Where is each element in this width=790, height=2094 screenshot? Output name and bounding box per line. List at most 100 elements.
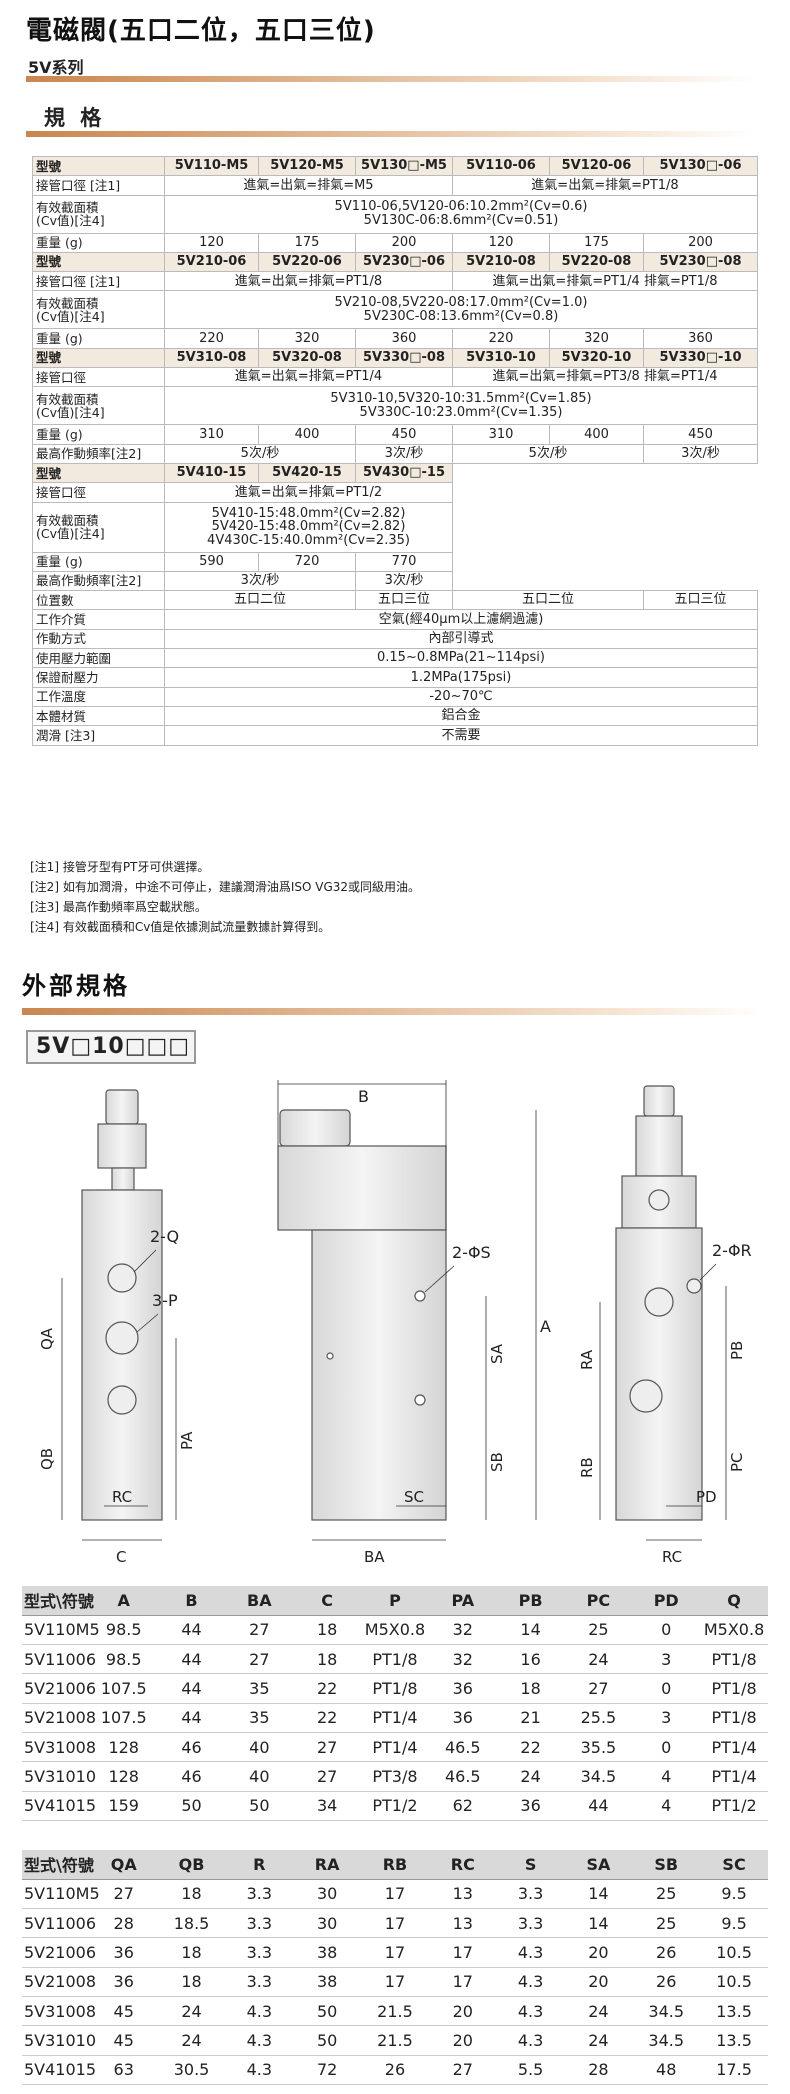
table-cell: 18 xyxy=(157,1879,226,1910)
label-pc: PC xyxy=(728,1452,746,1472)
table-cell: 32 xyxy=(428,1615,497,1646)
table-cell: 24 xyxy=(496,1761,565,1792)
table-cell: 45 xyxy=(89,2025,158,2056)
table-cell: 21 xyxy=(496,1703,565,1733)
table-cell: 10.5 xyxy=(700,1937,768,1968)
port-q-lower xyxy=(107,1385,137,1415)
table-cell: 36 xyxy=(428,1673,497,1704)
column-header: QA xyxy=(89,1850,158,1880)
table-cell: 22 xyxy=(293,1703,362,1733)
row-label: 接管口徑 [注1] xyxy=(32,271,165,292)
table-cell: 5V11006 xyxy=(22,1644,96,1675)
table-cell: 36 xyxy=(496,1791,565,1821)
table-cell: 50 xyxy=(225,1791,294,1821)
column-header: 型式\符號 xyxy=(22,1586,94,1616)
table-cell: 3.3 xyxy=(225,1879,294,1910)
mount-hole-r xyxy=(686,1278,702,1294)
label-b: B xyxy=(358,1087,369,1106)
table-cell: 34.5 xyxy=(632,2025,701,2056)
table-cell: M5X0.8 xyxy=(361,1615,429,1646)
table-cell: 25 xyxy=(632,1908,701,1939)
label-sb: SB xyxy=(488,1452,506,1472)
table-cell: 18 xyxy=(293,1644,362,1675)
table-cell: 17.5 xyxy=(700,2055,768,2085)
row-label: 重量 (g) xyxy=(32,424,165,445)
table-cell: 34.5 xyxy=(564,1761,633,1792)
table-cell: 45 xyxy=(89,1996,158,2027)
table-cell: 98.5 xyxy=(89,1644,158,1675)
blank-cell xyxy=(453,463,758,482)
table-cell: 5V21006 xyxy=(22,1673,96,1704)
table-cell: 4 xyxy=(632,1761,701,1792)
label-pb: PB xyxy=(728,1341,746,1360)
freq-cell: 3次/秒 xyxy=(164,570,356,592)
spec-row-temp: 工作溫度 -20~70℃ xyxy=(32,686,758,707)
table-cell: PT3/8 xyxy=(361,1761,429,1792)
row-label: 有效截面積(Cv值)[注4] xyxy=(32,290,165,330)
model-cell: 5V130□-06 xyxy=(643,155,758,177)
table-cell: 5V110M5 xyxy=(22,1879,100,1910)
row-label: 工作介質 xyxy=(32,609,165,630)
position-cell: 五口三位 xyxy=(355,590,453,611)
table-cell: 20 xyxy=(428,2025,497,2056)
column-header: SB xyxy=(632,1850,701,1880)
column-header: R xyxy=(225,1850,294,1880)
spec-row-model: 型號 5V110-M5 5V120-M5 5V130□-M5 5V110-06 … xyxy=(32,155,758,177)
label-rc-rear: RC xyxy=(662,1548,682,1566)
column-header: B xyxy=(157,1586,226,1616)
rear-body xyxy=(615,1227,703,1521)
note: [注1] 接管牙型有PT牙可供選擇。 xyxy=(30,860,210,874)
port-p xyxy=(105,1321,139,1355)
column-header: SA xyxy=(564,1850,633,1880)
freq-cell: 3次/秒 xyxy=(643,443,758,464)
table-cell: 28 xyxy=(564,2055,633,2085)
external-heading: 外部規格 xyxy=(22,972,130,1000)
column-header: PB xyxy=(496,1586,565,1616)
spec-row-area: 有效截面積(Cv值)[注4] 5V110-06,5V120-06:10.2mm²… xyxy=(32,194,758,234)
table-cell: 17 xyxy=(361,1908,429,1939)
label-sc: SC xyxy=(404,1488,424,1506)
table-cell: 27 xyxy=(225,1644,294,1675)
table-cell: 44 xyxy=(157,1644,226,1675)
row-label: 最高作動頻率[注2] xyxy=(32,443,165,464)
table-cell: 50 xyxy=(157,1791,226,1821)
column-header: PC xyxy=(564,1586,633,1616)
table-cell: 27 xyxy=(89,1879,158,1910)
table-cell: 9.5 xyxy=(700,1908,768,1939)
row-label: 型號 xyxy=(32,347,165,369)
table-cell: 72 xyxy=(293,2055,362,2085)
label-pa: PA xyxy=(178,1431,196,1450)
table-cell: 20 xyxy=(428,1996,497,2027)
spec-row-medium: 工作介質 空氣(經40μm以上濾網過濾) xyxy=(32,609,758,630)
row-label: 重量 (g) xyxy=(32,232,165,253)
weight-cell: 120 xyxy=(164,232,259,253)
table-cell: 5V31010 xyxy=(22,1761,96,1792)
table-cell: PT1/8 xyxy=(700,1673,768,1704)
table-cell: 98.5 xyxy=(89,1615,158,1646)
weight-cell: 175 xyxy=(549,232,644,253)
freq-cell: 3次/秒 xyxy=(355,443,453,464)
table-cell: 3.3 xyxy=(225,1967,294,1997)
table-cell: 36 xyxy=(428,1703,497,1733)
note: [注3] 最高作動頻率爲空載狀態。 xyxy=(30,900,207,914)
model-cell: 5V220-08 xyxy=(549,251,644,273)
model-cell: 5V430□-15 xyxy=(355,462,453,484)
table-cell: 18 xyxy=(293,1615,362,1646)
row-label: 最高作動頻率[注2] xyxy=(32,570,165,592)
label-sa: SA xyxy=(488,1343,506,1364)
table-cell: 4.3 xyxy=(225,1996,294,2027)
spec-row-area: 有效截面積(Cv值)[注4] 5V310-10,5V320-10:31.5mm²… xyxy=(32,386,758,426)
table-cell: 20 xyxy=(564,1967,633,1997)
dimension-drawing: 2-Q 3-P QA QB PA RC C B A 2-ΦS SA SB SC … xyxy=(38,1080,752,1566)
side-view xyxy=(277,1109,447,1521)
value-cell: 不需要 xyxy=(164,725,758,746)
rear-coil xyxy=(635,1115,683,1177)
table-cell: 50 xyxy=(293,2025,362,2056)
table-cell: 128 xyxy=(89,1761,158,1792)
column-header: PA xyxy=(428,1586,497,1616)
model-cell: 5V330□-10 xyxy=(643,347,758,369)
value-cell: 1.2MPa(175psi) xyxy=(164,667,758,688)
